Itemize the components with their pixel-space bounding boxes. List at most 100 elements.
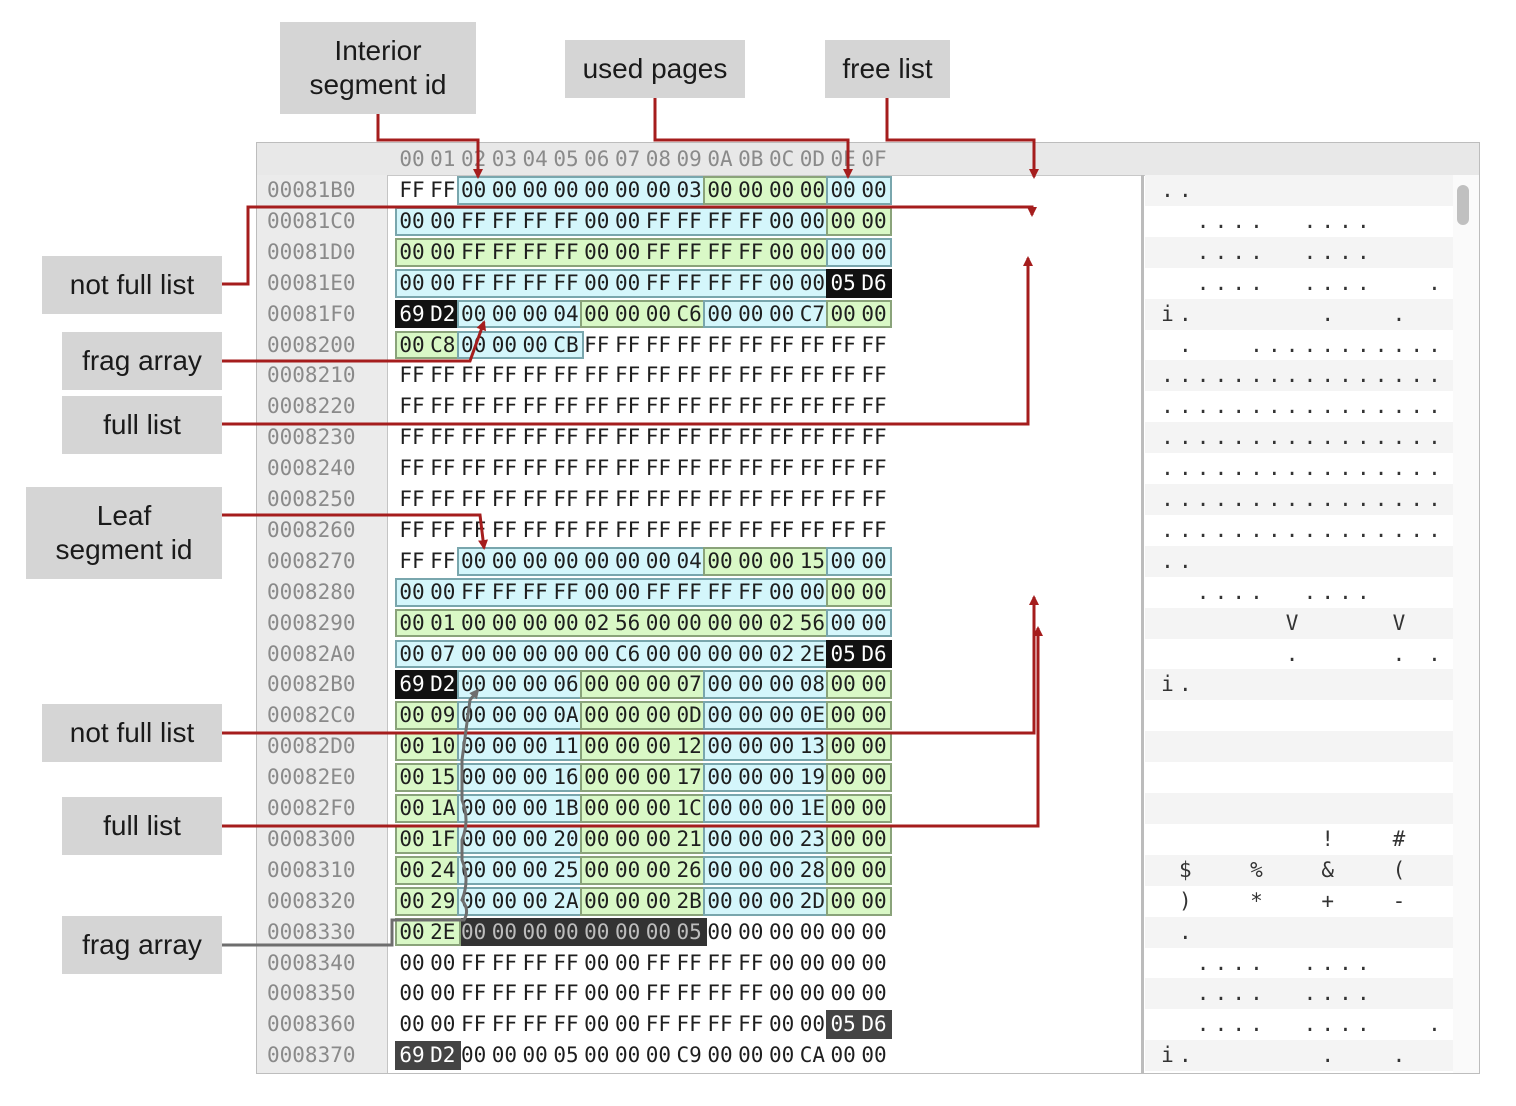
ascii-char (1389, 734, 1408, 758)
ascii-char (1283, 178, 1302, 202)
hex-byte: FF (522, 394, 548, 419)
hex-byte: 00 (738, 703, 764, 728)
hex-byte: 00 (399, 610, 425, 635)
hex-byte: FF (707, 981, 733, 1006)
hex-byte: 00 (399, 734, 425, 759)
ascii-char: . (1321, 363, 1335, 388)
ascii-char (1407, 178, 1426, 202)
ascii-char (1425, 765, 1444, 789)
ascii-char: . (1285, 425, 1299, 450)
hex-byte: FF (553, 208, 579, 233)
row-address: 0008350 (267, 981, 356, 1006)
ascii-char (1389, 271, 1408, 295)
row-address: 0008210 (267, 363, 356, 388)
ascii-char (1372, 302, 1391, 326)
hex-byte: 00 (491, 332, 518, 357)
ascii-char (1425, 734, 1444, 758)
ascii-char (1407, 549, 1426, 573)
ascii-char (1425, 703, 1444, 727)
ascii-char: . (1214, 579, 1228, 604)
label-not-full-list-2: not full list (42, 704, 222, 762)
ascii-char: + (1321, 888, 1335, 913)
hex-byte: 2E (799, 641, 826, 666)
hex-byte: FF (768, 425, 795, 450)
hex-byte: FF (645, 981, 672, 1006)
hex-byte: 00 (707, 1043, 733, 1068)
ascii-char (1229, 734, 1248, 758)
row-address: 0008370 (267, 1043, 356, 1068)
ascii-char (1407, 1012, 1426, 1036)
ascii-char (1247, 765, 1266, 789)
hex-byte: FF (399, 178, 425, 202)
byte-field-green (826, 855, 892, 885)
ascii-char: . (1196, 425, 1210, 450)
hex-byte: FF (676, 981, 702, 1006)
ascii-char: . (1339, 981, 1352, 1006)
ascii-char (1194, 827, 1213, 851)
ascii-char (1389, 240, 1408, 264)
hex-byte: FF (799, 363, 826, 388)
hex-byte: 24 (430, 857, 456, 882)
ascii-stripe (1145, 731, 1453, 763)
hex-byte: 00 (460, 301, 487, 326)
hex-byte: 09 (430, 703, 456, 728)
ascii-char: . (1267, 363, 1281, 388)
ascii-char (1318, 734, 1337, 758)
scrollbar-track[interactable] (1453, 175, 1479, 1073)
ascii-char (1265, 703, 1284, 727)
hex-byte: 15 (799, 548, 826, 573)
hex-byte: 00 (430, 579, 456, 604)
hex-byte: 00 (491, 919, 518, 944)
hex-byte: 00 (799, 178, 826, 202)
hex-byte: 00 (707, 857, 733, 882)
column-header: 08 (645, 147, 672, 171)
ascii-char (1318, 765, 1337, 789)
ascii-char: . (1410, 425, 1424, 450)
ascii-char (1283, 951, 1302, 975)
ascii-char (1247, 796, 1266, 820)
hex-byte: 00 (491, 734, 518, 759)
hex-byte: FF (460, 425, 487, 450)
hex-byte: FF (861, 517, 887, 542)
column-header: 0E (830, 147, 856, 171)
ascii-char: . (1339, 208, 1352, 233)
hex-byte: 00 (460, 178, 487, 202)
ascii-char: . (1356, 363, 1370, 388)
ascii-char (1247, 1043, 1266, 1067)
ascii-char: . (1321, 394, 1335, 419)
ascii-char: . (1250, 981, 1263, 1006)
hex-byte: FF (522, 981, 548, 1006)
ascii-char (1194, 611, 1213, 635)
ascii-char (1211, 333, 1230, 357)
ascii-char (1389, 209, 1408, 233)
hex-byte: 00 (645, 610, 672, 635)
ascii-char (1283, 981, 1302, 1005)
ascii-char (1300, 920, 1319, 944)
hex-byte: 00 (830, 734, 856, 759)
byte-field-dark (456, 917, 707, 947)
hex-byte: FF (553, 394, 579, 419)
hex-byte: 00 (830, 178, 856, 202)
ascii-char (1354, 889, 1373, 913)
ascii-char (1158, 1012, 1177, 1036)
ascii-char: . (1267, 487, 1281, 511)
ascii-char (1425, 858, 1444, 882)
hex-byte: 00 (553, 610, 579, 635)
ascii-char (1318, 549, 1337, 573)
hex-byte: 00 (830, 888, 856, 913)
column-header: 0A (707, 147, 733, 171)
ascii-char (1372, 1012, 1391, 1036)
ascii-char (1247, 672, 1266, 696)
scrollbar-thumb[interactable] (1457, 185, 1469, 225)
ascii-char: . (1392, 363, 1406, 388)
hex-byte: 00 (645, 888, 672, 913)
ascii-char: . (1392, 641, 1406, 666)
hex-byte: 00 (830, 950, 856, 975)
ascii-char (1336, 1043, 1355, 1067)
ascii-char (1247, 703, 1266, 727)
hex-byte: C9 (676, 1043, 702, 1068)
ascii-char: . (1374, 394, 1388, 419)
hex-byte: FF (522, 517, 548, 542)
ascii-char: . (1356, 579, 1370, 604)
hex-byte: FF (522, 270, 548, 295)
